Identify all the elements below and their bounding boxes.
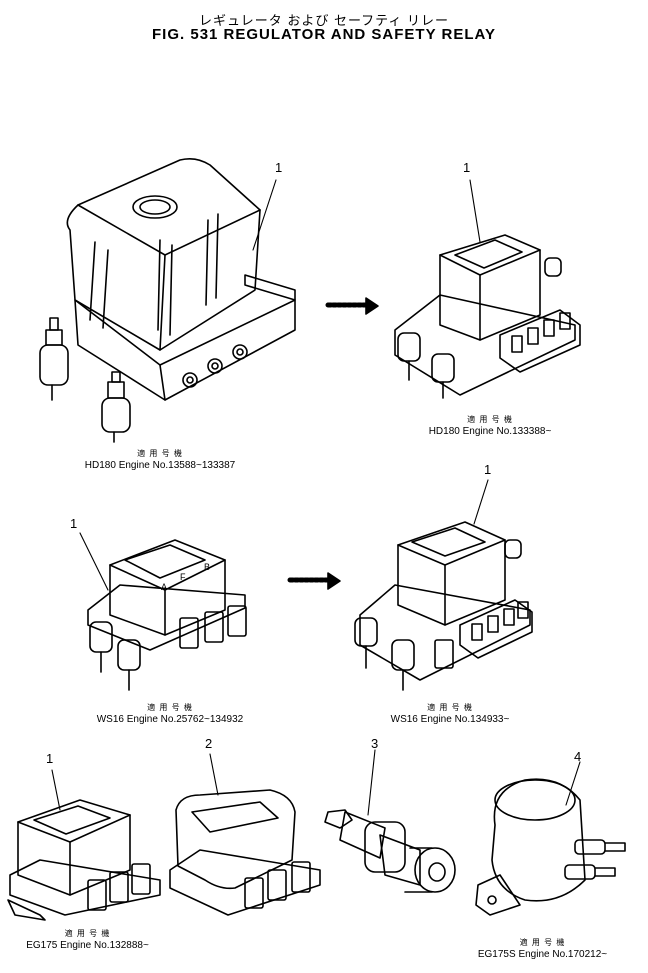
replacement-arrow — [287, 572, 341, 590]
caption-applicable-label: 適 用 号 機 — [519, 938, 566, 947]
caption-eg175s: 適 用 号 機 EG175S Engine No.170212~ — [455, 937, 630, 961]
caption-applicable-label: 適 用 号 機 — [137, 449, 183, 458]
safety-relay-part-4 — [475, 778, 626, 916]
callout-number: 1 — [463, 160, 471, 175]
terminal-label-b: B — [204, 562, 210, 572]
callout-number: 4 — [574, 749, 582, 764]
regulator-old-hd180 — [39, 158, 296, 443]
callout-number: 1 — [484, 462, 492, 477]
callout-number: 1 — [275, 160, 283, 175]
callout-number: 3 — [371, 736, 379, 751]
caption-ws16-old: 適 用 号 機 WS16 Engine No.25762~134932 — [70, 702, 270, 726]
caption-text: WS16 Engine No.134933~ — [390, 714, 510, 725]
regulator-new-hd180 — [394, 234, 581, 399]
caption-text: EG175 Engine No.132888~ — [26, 940, 149, 951]
replacement-arrow — [325, 297, 379, 315]
terminal-label-f: F — [180, 572, 186, 582]
caption-applicable-label: 適 用 号 機 — [147, 703, 193, 712]
caption-ws16-new: 適 用 号 機 WS16 Engine No.134933~ — [370, 702, 530, 726]
callout-number: 1 — [70, 516, 78, 531]
caption-applicable-label: 適 用 号 機 — [64, 929, 111, 938]
caption-eg175: 適 用 号 機 EG175 Engine No.132888~ — [0, 928, 175, 952]
page-title-japanese: レギュレータ および セーフティ リレー — [198, 13, 450, 28]
caption-text: HD180 Engine No.133388~ — [428, 426, 552, 437]
terminal-label-a: A — [161, 582, 167, 592]
callout-number: 2 — [205, 736, 213, 751]
caption-hd180-old: 適 用 号 機 HD180 Engine No.13588~133387 — [60, 448, 260, 472]
page-title: FIG. 531 REGULATOR AND SAFETY RELAY — [152, 26, 496, 43]
caption-hd180-new: 適 用 号 機 HD180 Engine No.133388~ — [410, 414, 570, 438]
callout-number: 1 — [46, 751, 54, 766]
caption-applicable-label: 適 用 号 機 — [467, 415, 513, 424]
regulator-old-ws16 — [87, 539, 247, 691]
caption-text: EG175S Engine No.170212~ — [477, 949, 608, 960]
regulator-part-2 — [169, 789, 321, 916]
caption-text: HD180 Engine No.13588~133387 — [84, 460, 236, 471]
caption-text: WS16 Engine No.25762~134932 — [96, 714, 244, 725]
regulator-eg175 — [7, 799, 161, 921]
callout-leaders — [51, 179, 581, 816]
caption-applicable-label: 適 用 号 機 — [427, 703, 473, 712]
safety-relay-part-3 — [324, 809, 456, 893]
regulator-new-ws16 — [354, 521, 533, 691]
